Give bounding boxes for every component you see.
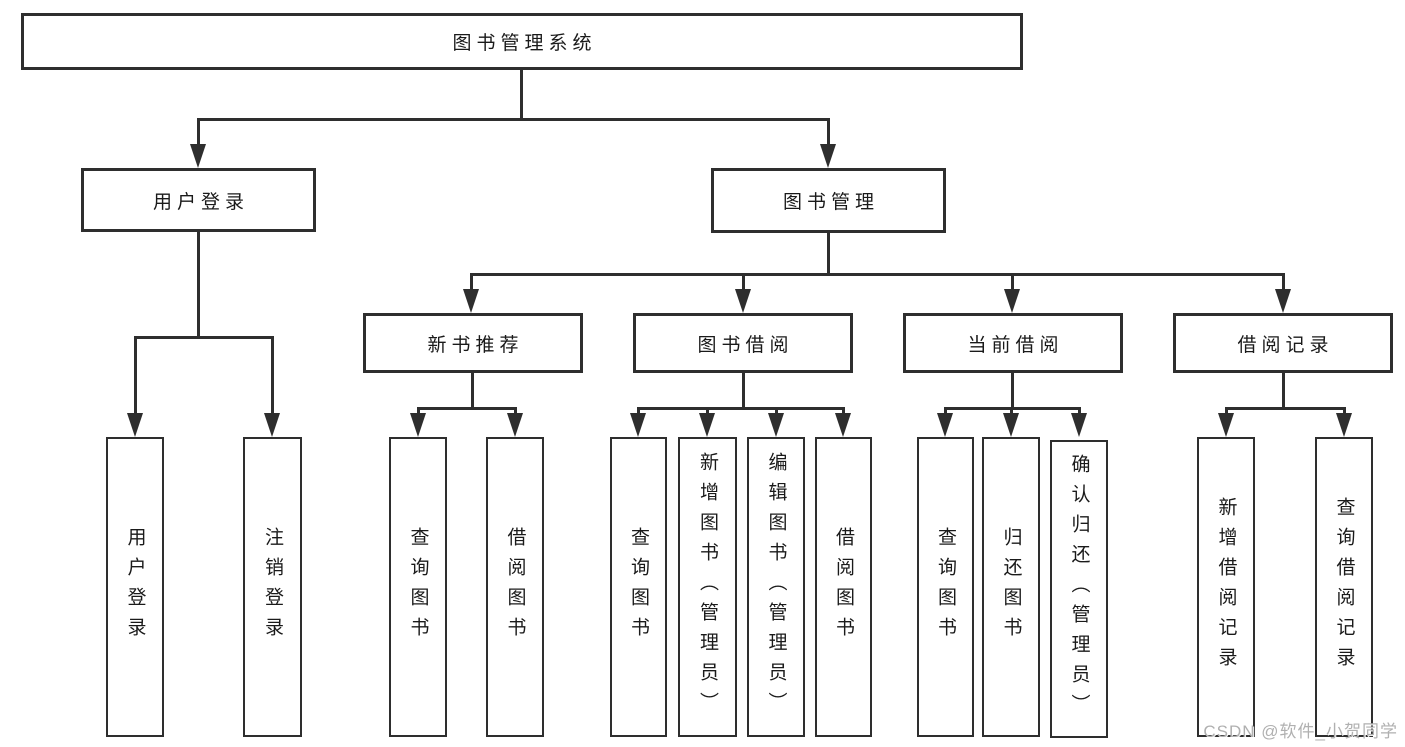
connector-line bbox=[827, 233, 830, 273]
connector-line bbox=[1011, 373, 1014, 407]
connector-line bbox=[1011, 273, 1014, 291]
arrow-down-icon bbox=[1275, 289, 1291, 313]
arrow-down-icon bbox=[699, 413, 715, 437]
connector-line bbox=[197, 118, 830, 121]
connector-line bbox=[1226, 407, 1345, 410]
arrow-down-icon bbox=[1071, 413, 1087, 437]
connector-line bbox=[827, 118, 830, 146]
arrow-down-icon bbox=[937, 413, 953, 437]
node-query-books-borrowing: 查询图书 bbox=[610, 437, 667, 737]
node-query-books-recommend: 查询图书 bbox=[389, 437, 447, 737]
arrow-down-icon bbox=[630, 413, 646, 437]
node-return-books: 归还图书 bbox=[982, 437, 1040, 737]
node-current-borrowing: 当前借阅 bbox=[903, 313, 1123, 373]
node-query-borrow-record: 查询借阅记录 bbox=[1315, 437, 1373, 737]
node-borrowing-records: 借阅记录 bbox=[1173, 313, 1393, 373]
connector-line bbox=[842, 407, 845, 416]
connector-line bbox=[520, 70, 523, 118]
connector-line bbox=[470, 273, 1285, 276]
node-query-books-current: 查询图书 bbox=[917, 437, 974, 737]
node-add-borrow-record: 新增借阅记录 bbox=[1197, 437, 1255, 737]
arrow-down-icon bbox=[1003, 413, 1019, 437]
node-borrow-books-borrowing: 借阅图书 bbox=[815, 437, 872, 737]
connector-line bbox=[134, 336, 137, 414]
arrow-down-icon bbox=[463, 289, 479, 313]
connector-line bbox=[1343, 407, 1346, 416]
node-edit-books-admin: 编辑图书（管理员） bbox=[747, 437, 805, 737]
connector-line bbox=[638, 407, 845, 410]
connector-line bbox=[197, 118, 200, 146]
arrow-down-icon bbox=[1336, 413, 1352, 437]
connector-line bbox=[944, 407, 947, 416]
node-logout-login: 注销登录 bbox=[243, 437, 302, 737]
csdn-watermark: CSDN @软件_小贺同学 bbox=[1203, 722, 1398, 741]
connector-line bbox=[418, 407, 517, 410]
node-add-books-admin: 新增图书（管理员） bbox=[678, 437, 737, 737]
connector-line bbox=[1225, 407, 1228, 416]
connector-line bbox=[271, 336, 274, 414]
arrow-down-icon bbox=[264, 413, 280, 437]
node-book-borrowing: 图书借阅 bbox=[633, 313, 853, 373]
connector-line bbox=[742, 273, 745, 291]
arrow-down-icon bbox=[190, 144, 206, 168]
arrow-down-icon bbox=[835, 413, 851, 437]
node-user-login-group: 用户登录 bbox=[81, 168, 316, 232]
connector-line bbox=[417, 407, 420, 416]
connector-line bbox=[637, 407, 640, 416]
node-book-management: 图书管理 bbox=[711, 168, 946, 233]
node-borrow-books-recommend: 借阅图书 bbox=[486, 437, 544, 737]
connector-line bbox=[706, 407, 709, 416]
connector-line bbox=[1010, 407, 1013, 416]
connector-line bbox=[197, 232, 200, 336]
arrow-down-icon bbox=[735, 289, 751, 313]
connector-line bbox=[470, 273, 473, 291]
arrow-down-icon bbox=[507, 413, 523, 437]
connector-line bbox=[1282, 273, 1285, 291]
arrow-down-icon bbox=[410, 413, 426, 437]
node-confirm-return-admin: 确认归还（管理员） bbox=[1050, 440, 1108, 738]
arrow-down-icon bbox=[1218, 413, 1234, 437]
node-new-book-recommend: 新书推荐 bbox=[363, 313, 583, 373]
node-library-system: 图书管理系统 bbox=[21, 13, 1023, 70]
arrow-down-icon bbox=[768, 413, 784, 437]
connector-line bbox=[742, 373, 745, 407]
node-user-login: 用户登录 bbox=[106, 437, 164, 737]
arrow-down-icon bbox=[820, 144, 836, 168]
connector-line bbox=[1282, 373, 1285, 407]
connector-line bbox=[471, 373, 474, 407]
connector-line bbox=[514, 407, 517, 416]
connector-line bbox=[1078, 407, 1081, 416]
connector-line bbox=[775, 407, 778, 416]
arrow-down-icon bbox=[1004, 289, 1020, 313]
arrow-down-icon bbox=[127, 413, 143, 437]
connector-line bbox=[134, 336, 274, 339]
